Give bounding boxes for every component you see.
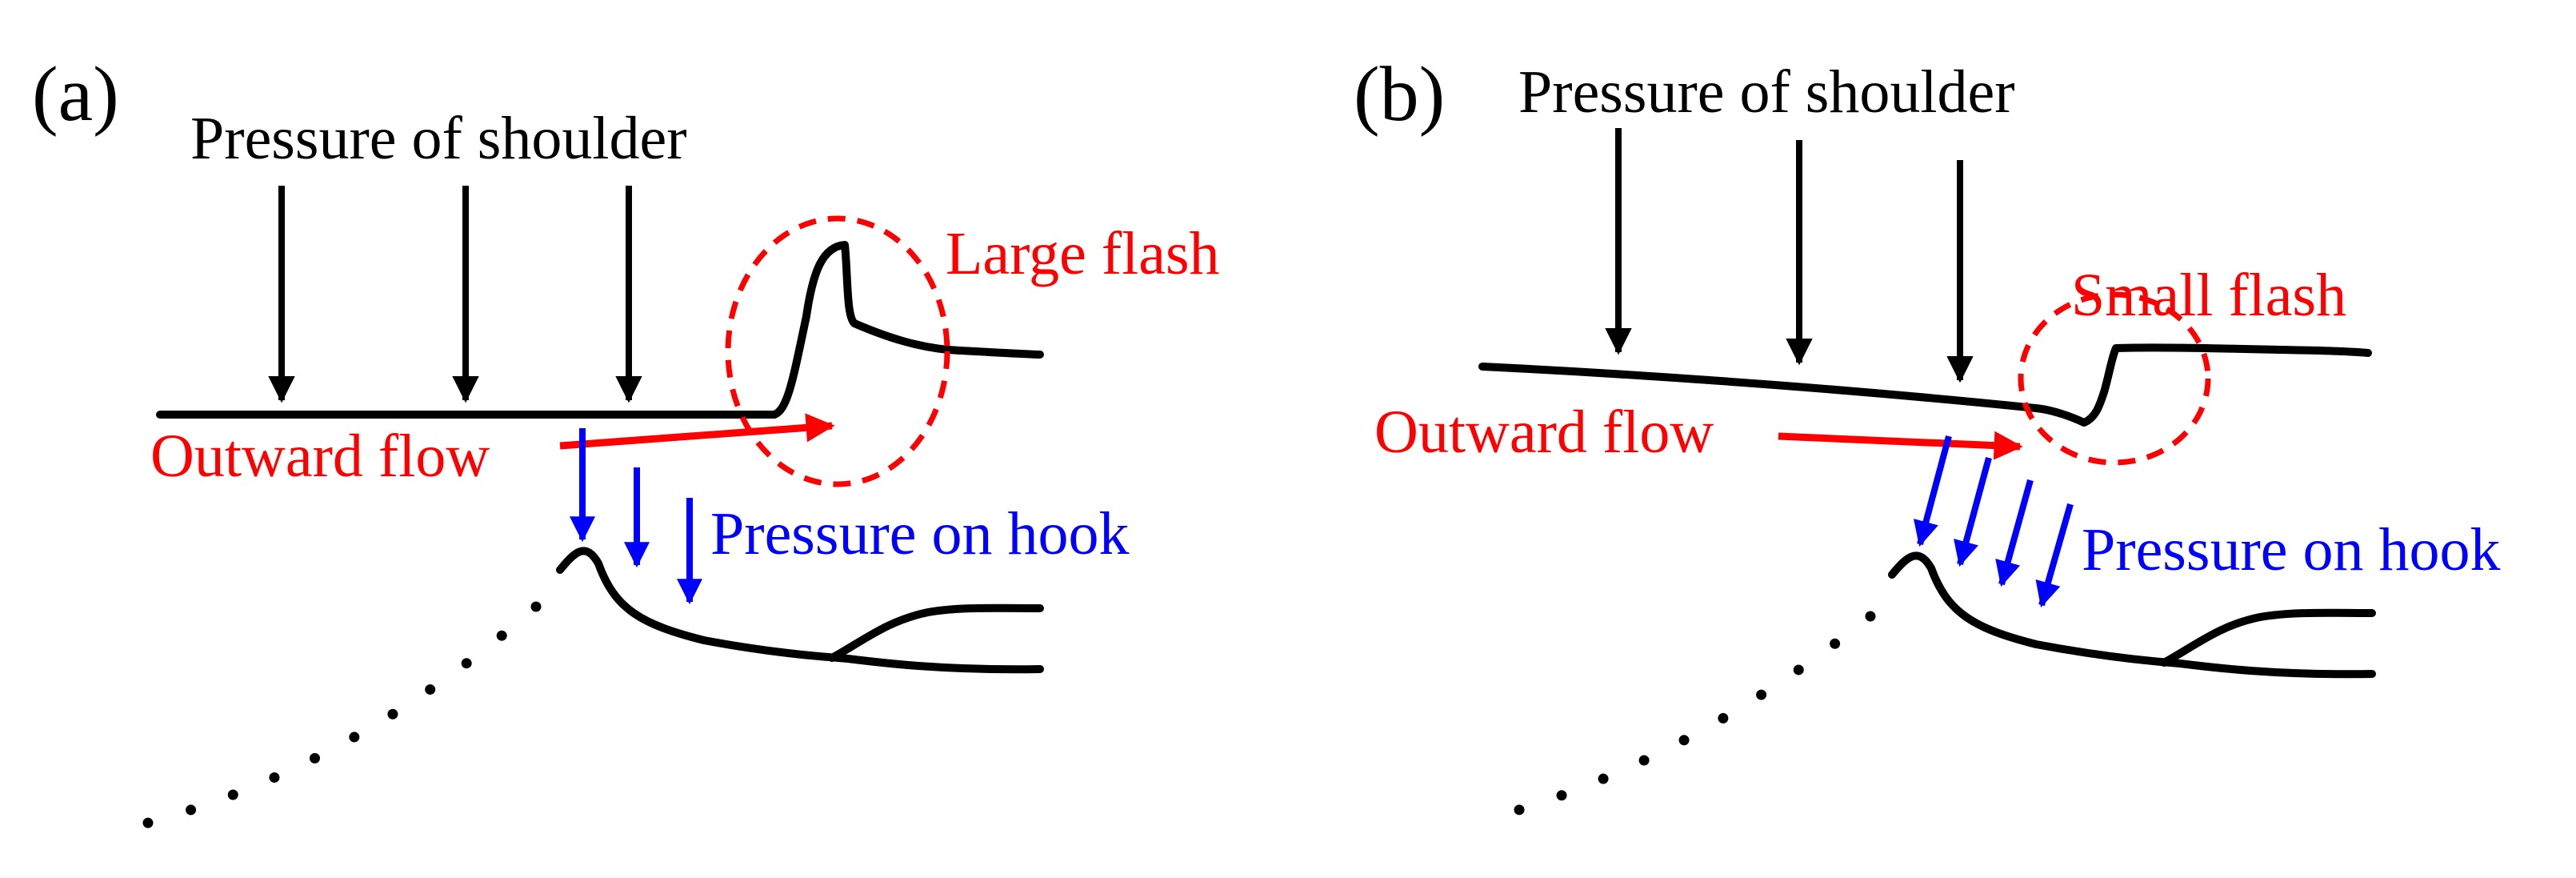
panel-b-hook-pressure-arrows (1913, 435, 2074, 608)
panel-b-hook-pressure-label: Pressure on hook (2082, 516, 2501, 583)
panel-a-material-surface (156, 241, 1044, 419)
panel-a-shoulder-pressure-label: Pressure of shoulder (190, 105, 687, 172)
panel-a-outward-flow-arrow (559, 413, 835, 450)
hook-pressure-arrow (1913, 435, 1952, 547)
panel-a-hook-profile (556, 547, 1044, 674)
panel-b-dotted-arc (1474, 611, 1876, 827)
panel-b-outward-flow-label: Outward flow (1374, 399, 1714, 466)
panel-a-shoulder-pressure-arrows (268, 186, 642, 403)
panel-b: (b) Pressure of shoulder Small flash Out… (1354, 51, 2501, 827)
hook-pressure-arrow (2035, 503, 2074, 608)
panel-b-shoulder-pressure-label: Pressure of shoulder (1518, 58, 2015, 126)
panel-a-dotted-arc (137, 601, 542, 830)
panel-b-label: (b) (1354, 51, 1445, 138)
panel-a-outward-flow-label: Outward flow (150, 423, 490, 490)
panel-a-hook-pressure-arrows (570, 428, 702, 605)
hook-pressure-arrow (1954, 456, 1992, 567)
panel-b-material-surface (1478, 343, 2372, 427)
panel-b-shoulder-pressure-arrows (1605, 128, 1974, 383)
panel-b-flash-circle (2018, 291, 2211, 466)
panel-a-hook-branch (828, 603, 1044, 662)
panel-a-hook-pressure-label: Pressure on hook (710, 500, 1130, 567)
panel-b-hook-branch (2160, 608, 2376, 667)
panel-a-flash-circle (725, 215, 950, 487)
panel-b-outward-flow-arrow (1778, 431, 2023, 460)
hook-pressure-arrow (1995, 479, 2034, 587)
panel-a-label: (a) (32, 51, 119, 138)
panel-b-hook-profile (1888, 551, 2376, 679)
panel-b-flash-label: Small flash (2071, 262, 2346, 329)
panel-a-flash-label: Large flash (946, 220, 1220, 287)
panel-a: (a) Pressure of shoulder Large flash Out… (32, 51, 1220, 830)
